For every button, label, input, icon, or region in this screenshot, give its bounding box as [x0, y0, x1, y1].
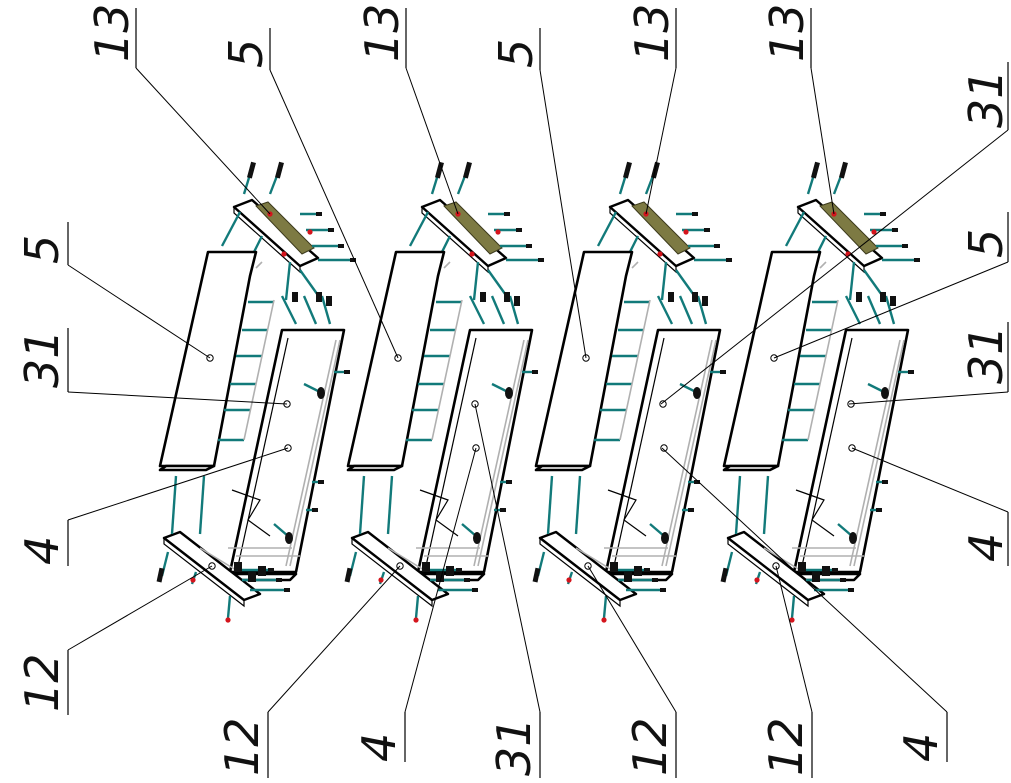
assembly-4: [719, 160, 922, 624]
callout-label-right-4: 4: [959, 533, 1011, 562]
callout-label-bottom-1: 12: [215, 717, 269, 776]
callout-label-top-3: 13: [355, 3, 409, 62]
callout-label-bottom-6: 4: [894, 733, 948, 762]
assembly-2: [343, 160, 546, 624]
callout-label-bottom-5: 12: [759, 717, 813, 776]
callout-label-top-2: 5: [219, 39, 273, 68]
assembly-1: [155, 160, 358, 624]
callouts-right: 31 5 31 4: [959, 62, 1011, 566]
callout-label-left-2: 31: [15, 329, 69, 388]
callout-label-top-6: 13: [760, 3, 814, 62]
callout-label-right-3: 31: [959, 325, 1011, 384]
callout-label-left-1: 5: [15, 235, 69, 264]
callouts-top: 13 5 13 5 13 13: [85, 3, 814, 70]
callout-label-right-2: 5: [959, 229, 1011, 258]
callout-label-bottom-4: 12: [623, 717, 677, 776]
leader-lines: [67, 67, 1009, 713]
callouts-bottom: 12 4 31 12 12 4: [215, 712, 948, 778]
callout-label-right-1: 31: [959, 69, 1011, 128]
callout-label-left-4: 12: [15, 653, 69, 712]
callout-label-left-3: 4: [15, 536, 69, 565]
callout-label-top-4: 5: [489, 39, 543, 68]
callout-label-bottom-2: 4: [352, 733, 406, 762]
callout-label-top-5: 13: [625, 3, 679, 62]
callout-label-top-1: 13: [85, 3, 139, 62]
callout-label-bottom-3: 31: [487, 717, 541, 776]
assembly-3: [531, 160, 734, 624]
callouts-left: 5 31 4 12: [15, 222, 69, 715]
